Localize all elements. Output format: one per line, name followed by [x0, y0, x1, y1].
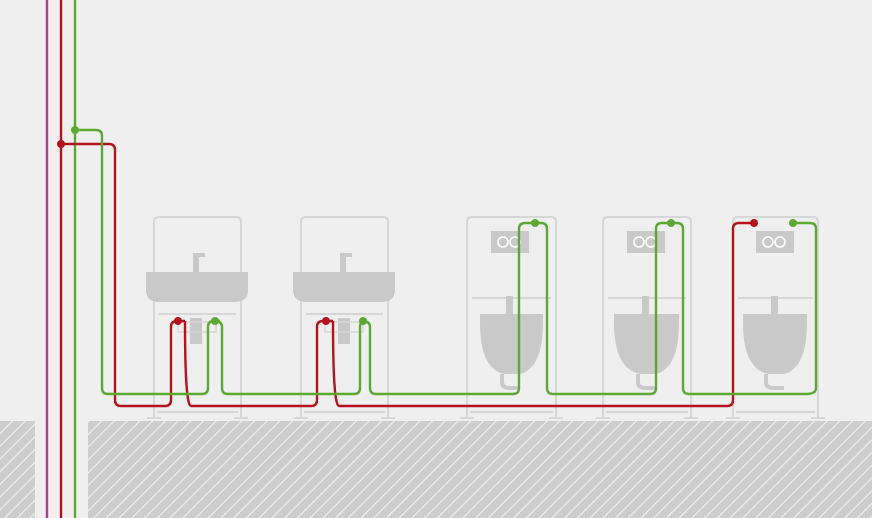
- wc-drain: [764, 374, 784, 390]
- flush-pipe: [642, 296, 649, 314]
- hot-connection-basin-1: [174, 317, 182, 325]
- flush-button-small: [497, 236, 509, 248]
- cold-water-line: [75, 128, 818, 396]
- flush-pipe: [506, 296, 513, 314]
- cold-connection-basin-2: [359, 317, 367, 325]
- flush-button-small: [762, 236, 774, 248]
- floor-slab: [0, 421, 872, 518]
- hot-connection-wc-3: [750, 219, 758, 227]
- cold-connection-wc-2: [667, 219, 675, 227]
- installation-frame: [294, 216, 395, 419]
- flush-pipe: [771, 296, 778, 314]
- faucet-spout: [193, 253, 205, 257]
- installation-frame: [147, 216, 248, 419]
- wc-drain: [500, 374, 520, 390]
- floor-section-main: [88, 421, 872, 518]
- risers: [45, 0, 77, 518]
- floor-section-left: [0, 421, 35, 518]
- washbasin-bowl: [146, 272, 248, 302]
- washbasin-bowl: [293, 272, 395, 302]
- hot-water-tee: [57, 140, 65, 148]
- wc-bowl: [743, 314, 807, 374]
- connection-points: [57, 126, 797, 325]
- faucet-spout: [340, 253, 352, 257]
- cold-connection-basin-1: [211, 317, 219, 325]
- flush-button-large: [774, 236, 786, 248]
- faucet: [193, 253, 199, 272]
- valve-box: [177, 321, 217, 333]
- hot-connection-basin-2: [322, 317, 330, 325]
- wc-bowl: [614, 314, 679, 374]
- flush-button-small: [633, 236, 645, 248]
- washbasin-unit-1: [146, 216, 248, 419]
- valve-box: [324, 321, 364, 333]
- wc-unit-3: [726, 216, 825, 419]
- hot-water-line: [61, 142, 754, 408]
- trap-connector: [190, 318, 202, 344]
- trap-connector: [338, 318, 350, 344]
- cold-connection-wc-1: [531, 219, 539, 227]
- faucet: [340, 253, 346, 272]
- washbasin-unit-2: [293, 216, 395, 419]
- wc-bowl: [480, 314, 543, 374]
- cold-water-tee: [71, 126, 79, 134]
- installation-frame: [460, 216, 563, 419]
- wc-drain: [636, 374, 656, 390]
- cold-connection-wc-3: [789, 219, 797, 227]
- wc-unit-1: [460, 216, 563, 419]
